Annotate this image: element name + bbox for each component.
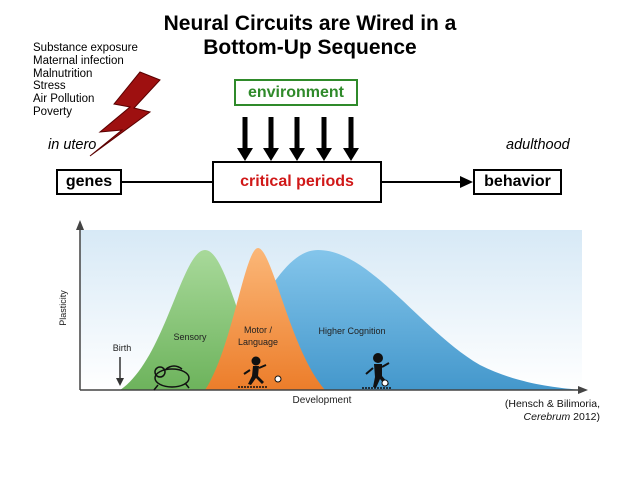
risk-factor: Stress <box>33 80 66 93</box>
environment-box: environment <box>234 79 358 106</box>
lightning-bolt-icon <box>89 71 161 157</box>
sensory-label: Sensory <box>173 332 207 342</box>
running-child-icon <box>238 356 268 388</box>
citation: (Hensch & Bilimoria, Cerebrum 2012) <box>480 398 600 423</box>
environment-arrows <box>237 117 359 161</box>
birth-arrow <box>116 357 124 386</box>
motor-language-curve <box>205 248 325 390</box>
risk-factor: Air Pollution <box>33 93 95 106</box>
risk-factor: Substance exposure <box>33 42 138 54</box>
birth-label: Birth <box>113 343 132 353</box>
y-axis-label: Plasticity <box>58 290 68 326</box>
page-title: Neural Circuits are Wired in a Bottom-Up… <box>130 12 490 60</box>
soccer-ball-icon <box>274 375 282 383</box>
risk-factors-list: Substance exposure Maternal infection Ma… <box>33 42 138 119</box>
critical-periods-box: critical periods <box>212 161 382 203</box>
citation-line-1: (Hensch & Bilimoria, <box>504 398 600 410</box>
behavior-box: behavior <box>473 169 562 195</box>
risk-factor: Poverty <box>33 105 72 118</box>
timeline-end-label: adulthood <box>506 137 570 153</box>
citation-journal: Cerebrum <box>523 410 571 423</box>
citation-year: 2012) <box>573 410 600 423</box>
title-line-2: Bottom-Up Sequence <box>203 36 417 59</box>
baby-icon <box>153 365 190 391</box>
risk-factor: Maternal infection <box>33 54 124 67</box>
timeline-start-label: in utero <box>48 137 97 153</box>
motor-label-line2: Language <box>238 337 278 347</box>
higher-cognition-label: Higher Cognition <box>318 326 385 336</box>
genes-box: genes <box>56 169 122 195</box>
citation-line-2: Cerebrum 2012) <box>480 411 600 424</box>
chart-axes <box>76 220 588 394</box>
x-axis-label: Development <box>293 395 352 406</box>
motor-label-line1: Motor / <box>244 325 273 335</box>
critical-to-behavior-arrow <box>382 176 473 188</box>
soccer-ball-icon-2 <box>381 379 389 387</box>
kicking-child-icon <box>362 353 392 389</box>
risk-factor: Malnutrition <box>33 67 93 80</box>
title-line-1: Neural Circuits are Wired in a <box>163 12 457 35</box>
